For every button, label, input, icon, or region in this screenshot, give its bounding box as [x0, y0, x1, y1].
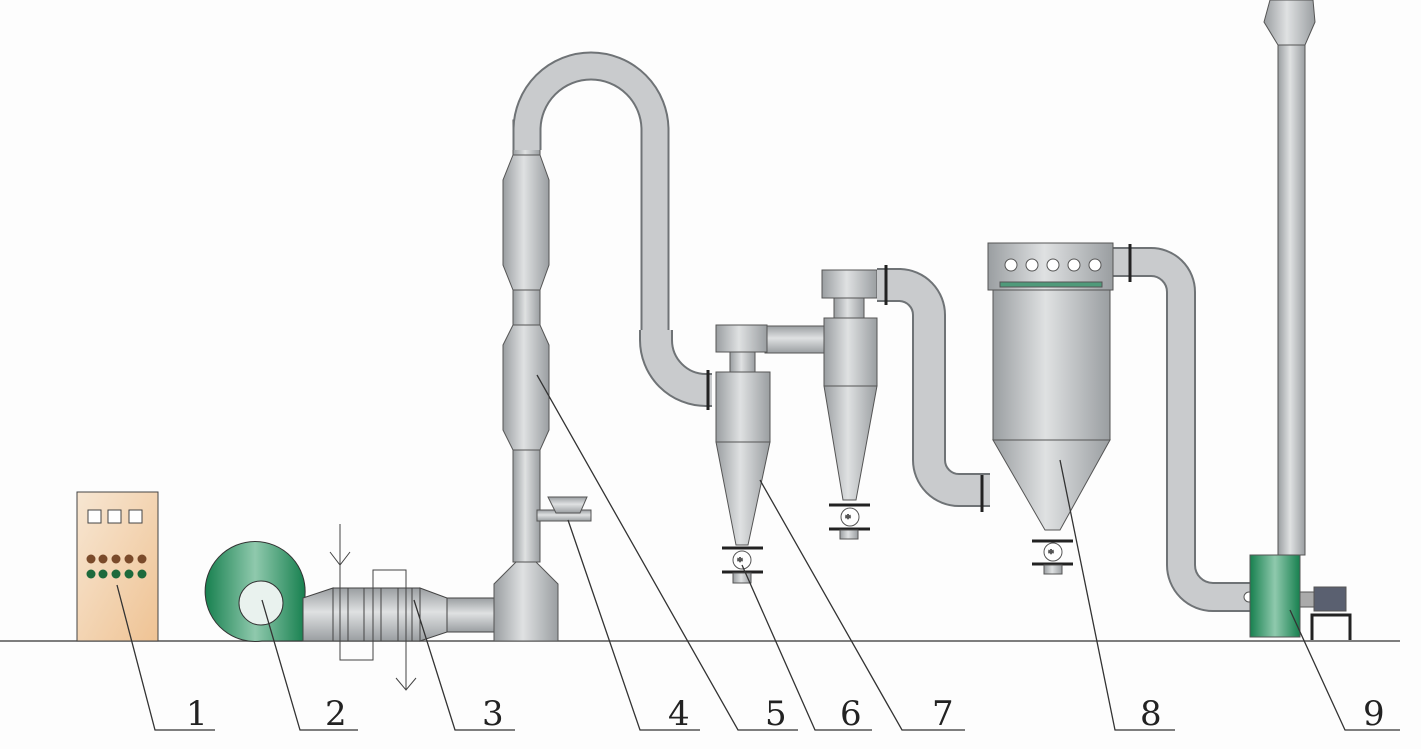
exhaust-fan-and-chimney — [1249, 0, 1352, 640]
label-8: 8 — [1140, 694, 1162, 734]
blower-fan — [204, 540, 306, 642]
label-7: 7 — [932, 694, 954, 734]
label-5: 5 — [765, 694, 787, 734]
bag-filter: * — [987, 242, 1255, 612]
control-cabinet — [76, 491, 159, 642]
label-6: 6 — [840, 694, 862, 734]
label-9: 9 — [1363, 694, 1385, 734]
air-heater — [302, 524, 500, 691]
svg-text:*: * — [1048, 546, 1054, 560]
cyclone-separator-1: * — [715, 324, 826, 584]
label-3: 3 — [482, 694, 504, 734]
cyclone-separator-2: * — [821, 265, 990, 540]
drying-tube — [493, 51, 712, 642]
feeder — [536, 496, 592, 522]
label-4: 4 — [668, 694, 690, 734]
label-1: 1 — [186, 694, 208, 734]
leader-lines — [116, 374, 1400, 731]
part-labels: 1 2 3 4 5 6 7 8 9 — [186, 694, 1385, 734]
svg-text:*: * — [737, 554, 743, 568]
label-2: 2 — [325, 694, 347, 734]
svg-text:*: * — [845, 511, 851, 525]
